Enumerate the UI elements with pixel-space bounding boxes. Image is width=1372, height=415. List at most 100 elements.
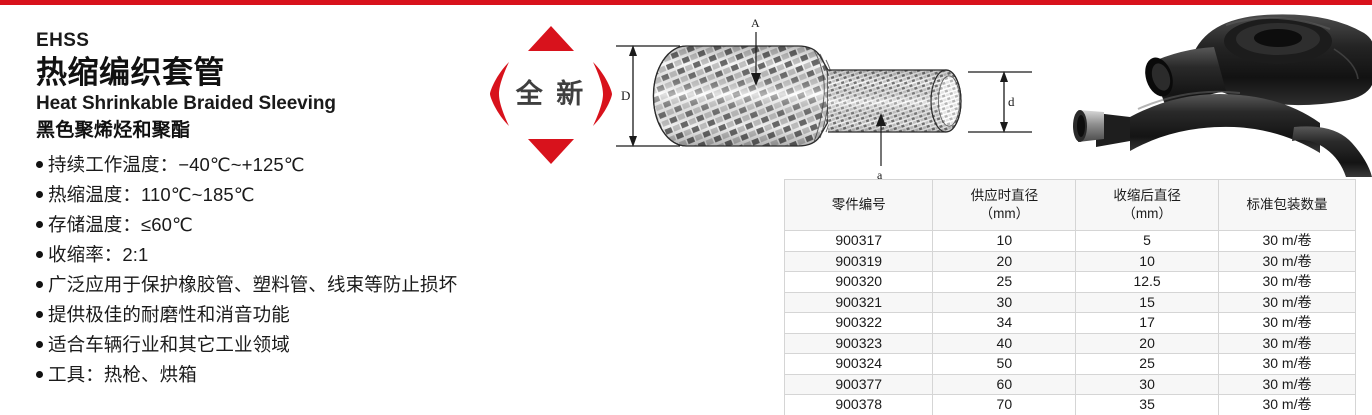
product-title-en: Heat Shrinkable Braided Sleeving (36, 92, 336, 114)
product-subtitle-cn: 黑色聚烯烃和聚酯 (36, 120, 191, 142)
table-row: 900324 50 25 30 m/卷 (783, 353, 1357, 375)
cell-packaging: 30 m/卷 (1217, 373, 1357, 395)
cell-packaging: 30 m/卷 (1217, 291, 1357, 313)
callout-label-a: a (877, 168, 883, 182)
arrow-up-icon (528, 26, 574, 51)
cell-as-supplied: 10 (932, 230, 1077, 252)
table-row: 900322 34 17 30 m/卷 (783, 312, 1357, 334)
table-row: 900320 25 12.5 30 m/卷 (783, 271, 1357, 293)
cell-part-number: 900377 (783, 373, 934, 395)
cell-packaging: 30 m/卷 (1217, 332, 1357, 354)
feature-text: 存储温度：≤60℃ (48, 214, 193, 236)
cell-after-shrink: 25 (1075, 353, 1219, 375)
table-row: 900378 70 35 30 m/卷 (783, 394, 1357, 415)
cell-as-supplied: 40 (932, 332, 1077, 354)
table-row: 900317 10 5 30 m/卷 (783, 230, 1357, 252)
feature-text: 持续工作温度：−40℃~+125℃ (48, 154, 305, 176)
new-product-badge: 全 新 (487, 25, 615, 165)
column-header-part-number: 零件编号 (783, 179, 934, 231)
list-item: 存储温度：≤60℃ (36, 210, 596, 240)
cell-as-supplied: 50 (932, 353, 1077, 375)
feature-text: 热缩温度：110℃~185℃ (48, 184, 255, 206)
list-item: 提供极佳的耐磨性和消音功能 (36, 300, 596, 330)
arrow-right-icon (593, 62, 612, 126)
bullet-dot-icon (36, 370, 43, 378)
arrow-left-icon (490, 62, 509, 126)
list-item: 广泛应用于保护橡胶管、塑料管、线束等防止损坏 (36, 270, 596, 300)
header-line-2: （mm） (979, 206, 1030, 221)
list-item: 适合车辆行业和其它工业领域 (36, 330, 596, 360)
hose-tail (1292, 126, 1372, 177)
cell-after-shrink: 15 (1075, 291, 1219, 313)
cell-after-shrink: 35 (1075, 394, 1219, 415)
cell-as-supplied: 70 (932, 394, 1077, 415)
cell-part-number: 900317 (783, 230, 934, 252)
product-photo (1042, 5, 1372, 177)
technical-diagram: D d A a (608, 14, 1038, 184)
product-info-column: EHSS 热缩编织套管 Heat Shrinkable Braided Slee… (36, 30, 596, 390)
bullet-dot-icon (36, 281, 43, 289)
column-header-as-supplied-diameter: 供应时直径 （mm） (932, 179, 1077, 231)
table-row: 900323 40 20 30 m/卷 (783, 332, 1357, 354)
cell-part-number: 900323 (783, 332, 934, 354)
sleeve-as-supplied (653, 46, 828, 146)
product-title-cn: 热缩编织套管 (36, 54, 225, 90)
bullet-dot-icon (36, 221, 43, 229)
column-header-packaging: 标准包装数量 (1217, 179, 1357, 231)
cell-as-supplied: 20 (932, 250, 1077, 272)
feature-text: 适合车辆行业和其它工业领域 (48, 334, 290, 356)
cell-packaging: 30 m/卷 (1217, 271, 1357, 293)
top-accent-rule (0, 0, 1372, 5)
list-item: 持续工作温度：−40℃~+125℃ (36, 150, 596, 180)
cell-after-shrink: 10 (1075, 250, 1219, 272)
cell-part-number: 900378 (783, 394, 934, 415)
table-row: 900321 30 15 30 m/卷 (783, 291, 1357, 313)
cell-part-number: 900321 (783, 291, 934, 313)
column-header-after-shrink-diameter: 收缩后直径 （mm） (1075, 179, 1219, 231)
cell-part-number: 900319 (783, 250, 934, 272)
dimension-label-d: d (1008, 94, 1015, 109)
header-line-1: 标准包装数量 (1246, 196, 1328, 212)
feature-text: 收缩率：2:1 (48, 244, 149, 266)
product-code: EHSS (36, 30, 90, 51)
dimension-d (968, 71, 1032, 133)
table-row: 900319 20 10 30 m/卷 (783, 250, 1357, 272)
cell-as-supplied: 34 (932, 312, 1077, 334)
sleeve-stub-upper (1145, 47, 1226, 113)
cell-part-number: 900324 (783, 353, 934, 375)
cell-packaging: 30 m/卷 (1217, 353, 1357, 375)
feature-text: 提供极佳的耐磨性和消音功能 (48, 304, 290, 326)
sleeving-roll (1192, 14, 1372, 106)
cell-packaging: 30 m/卷 (1217, 250, 1357, 272)
table-header: 零件编号 供应时直径 （mm） 收缩后直径 （mm） 标准包装数量 (783, 179, 1357, 231)
feature-text: 广泛应用于保护橡胶管、塑料管、线束等防止损坏 (48, 274, 458, 296)
cell-as-supplied: 25 (932, 271, 1077, 293)
bullet-dot-icon (36, 251, 43, 259)
cell-after-shrink: 30 (1075, 373, 1219, 395)
callout-a (876, 113, 886, 166)
table-body: 900317 10 5 30 m/卷 900319 20 10 30 m/卷 9… (783, 230, 1357, 415)
dimension-label-D: D (621, 88, 630, 103)
cell-packaging: 30 m/卷 (1217, 394, 1357, 415)
specification-table: 零件编号 供应时直径 （mm） 收缩后直径 （mm） 标准包装数量 (783, 179, 1357, 415)
table-row: 900377 60 30 30 m/卷 (783, 373, 1357, 395)
cell-packaging: 30 m/卷 (1217, 230, 1357, 252)
specification-table-container: 零件编号 供应时直径 （mm） 收缩后直径 （mm） 标准包装数量 (783, 179, 1357, 415)
cell-after-shrink: 17 (1075, 312, 1219, 334)
header-line-1: 收缩后直径 (1113, 187, 1181, 203)
feature-list: 持续工作温度：−40℃~+125℃ 热缩温度：110℃~185℃ 存储温度：≤6… (36, 150, 596, 390)
bullet-dot-icon (36, 341, 43, 349)
dimension-D (616, 45, 680, 147)
callout-A (751, 32, 761, 86)
cell-packaging: 30 m/卷 (1217, 312, 1357, 334)
header-line-1: 供应时直径 (970, 187, 1039, 203)
feature-text: 工具：热枪、烘箱 (48, 363, 197, 385)
header-line-2: （mm） (1122, 206, 1172, 221)
bullet-dot-icon (36, 311, 43, 319)
badge-label: 全 新 (515, 79, 587, 109)
list-item: 工具：热枪、烘箱 (36, 360, 596, 390)
cell-after-shrink: 12.5 (1075, 271, 1219, 293)
cell-as-supplied: 60 (932, 373, 1077, 395)
cell-after-shrink: 20 (1075, 332, 1219, 354)
